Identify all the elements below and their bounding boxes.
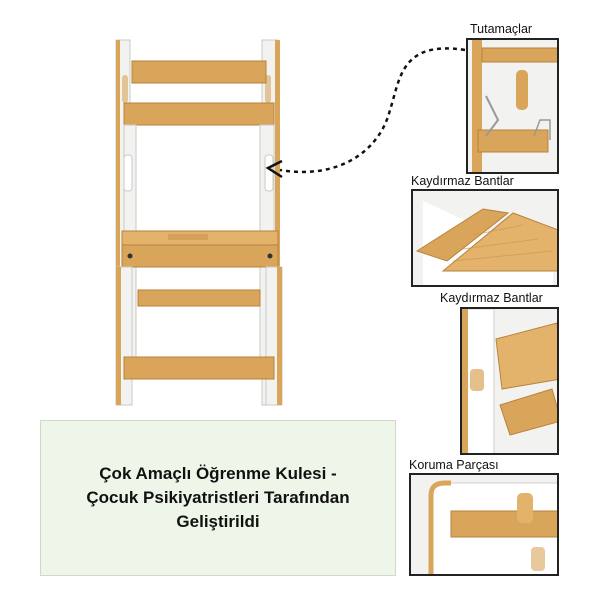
product-image-learning-tower <box>110 35 290 410</box>
detail-label-anti-slip-2: Kaydırmaz Bantlar <box>440 291 543 305</box>
pointer-arrow <box>250 40 480 190</box>
detail-image-handles <box>466 38 559 174</box>
caption-line-1: Çok Amaçlı Öğrenme Kulesi - <box>99 464 337 483</box>
caption-line-2: Çocuk Psikiyatristleri Tarafından <box>86 488 350 507</box>
caption-line-3: Geliştirildi <box>176 512 260 531</box>
product-caption: Çok Amaçlı Öğrenme Kulesi - Çocuk Psikiy… <box>86 462 349 534</box>
caption-box: Çok Amaçlı Öğrenme Kulesi - Çocuk Psikiy… <box>40 420 396 576</box>
detail-image-anti-slip-2 <box>460 307 559 455</box>
detail-label-anti-slip-1: Kaydırmaz Bantlar <box>411 174 514 188</box>
detail-image-anti-slip-1 <box>411 189 559 287</box>
detail-label-protection-piece: Koruma Parçası <box>409 458 499 472</box>
detail-image-protection-piece <box>409 473 559 576</box>
detail-label-handles: Tutamaçlar <box>470 22 533 36</box>
